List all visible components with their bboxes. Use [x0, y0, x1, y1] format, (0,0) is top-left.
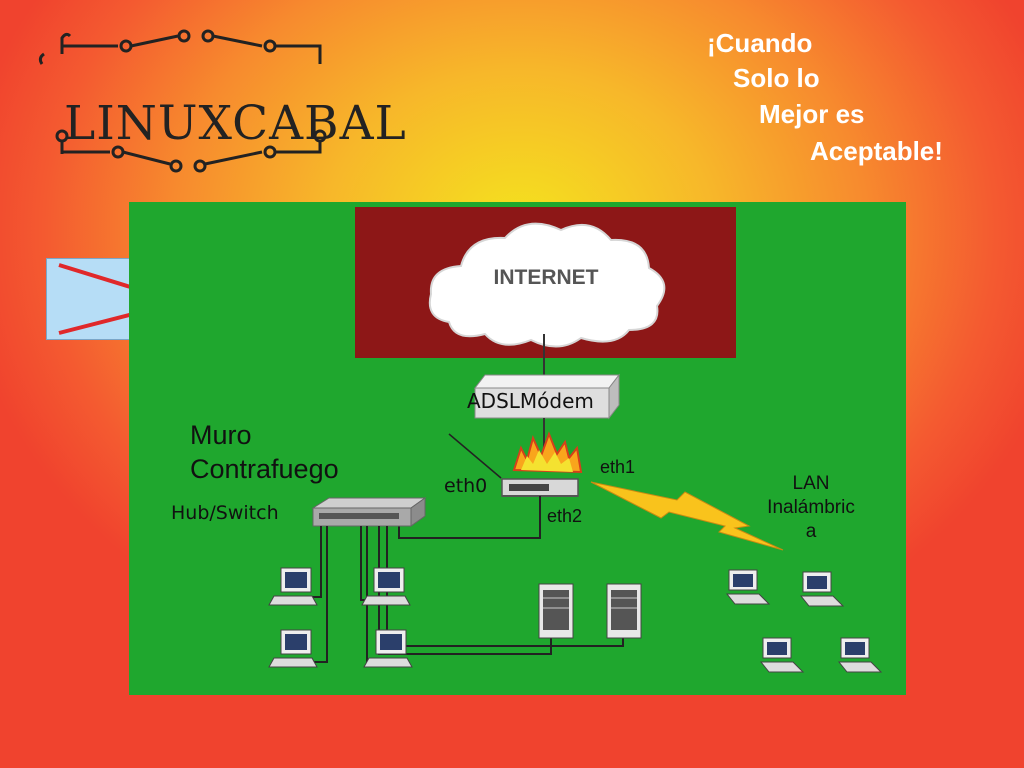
firewall-icon: [501, 431, 583, 497]
slogan-line-2: Solo lo: [733, 63, 820, 93]
wireless-lan-label: LAN Inalámbric a: [767, 473, 855, 542]
eth2-label: eth2: [547, 506, 583, 526]
desktop-computer-icon: [363, 629, 413, 668]
firewall-label: Muro Contrafuego: [190, 420, 339, 484]
eth0-label: eth0: [444, 475, 488, 497]
slogan-line-3: Mejor es: [759, 99, 865, 129]
side-panel: [46, 258, 138, 340]
slogan-line-1: ¡Cuando: [707, 28, 813, 58]
laptop-icon: [837, 637, 883, 673]
internet-cloud-icon: INTERNET: [428, 222, 666, 348]
hub-switch-icon: [311, 497, 427, 527]
wireless-bolt-icon: [590, 481, 784, 551]
adsl-modem-label: ADSLMódem: [467, 389, 594, 413]
server-icon: [538, 583, 574, 639]
linuxcabal-logo: LINUXCABAL: [30, 24, 406, 184]
diagram-svg: INTERNET: [268, 222, 883, 673]
laptop-icon: [759, 637, 805, 673]
desktop-computer-icon: [268, 567, 318, 606]
hub-switch-label: Hub/Switch: [171, 502, 279, 524]
logo-text: LINUXCABAL: [64, 96, 407, 151]
eth1-label: eth1: [600, 457, 636, 477]
network-diagram: INTERNET: [129, 202, 906, 695]
desktop-computer-icon: [268, 629, 318, 668]
laptop-icon: [725, 569, 771, 605]
internet-label: INTERNET: [494, 266, 599, 289]
server-icon: [606, 583, 642, 639]
laptop-icon: [799, 571, 845, 607]
pointer-line: [448, 433, 502, 479]
lan-wires: [301, 526, 624, 665]
adsl-modem-icon: [473, 373, 621, 420]
red-lines-decoration: [58, 263, 138, 335]
link-firewall-hub: [398, 496, 541, 539]
circuit-ornament-icon: [38, 29, 327, 173]
desktop-computer-icon: [361, 567, 411, 606]
slogan-line-4: Aceptable!: [810, 136, 943, 166]
